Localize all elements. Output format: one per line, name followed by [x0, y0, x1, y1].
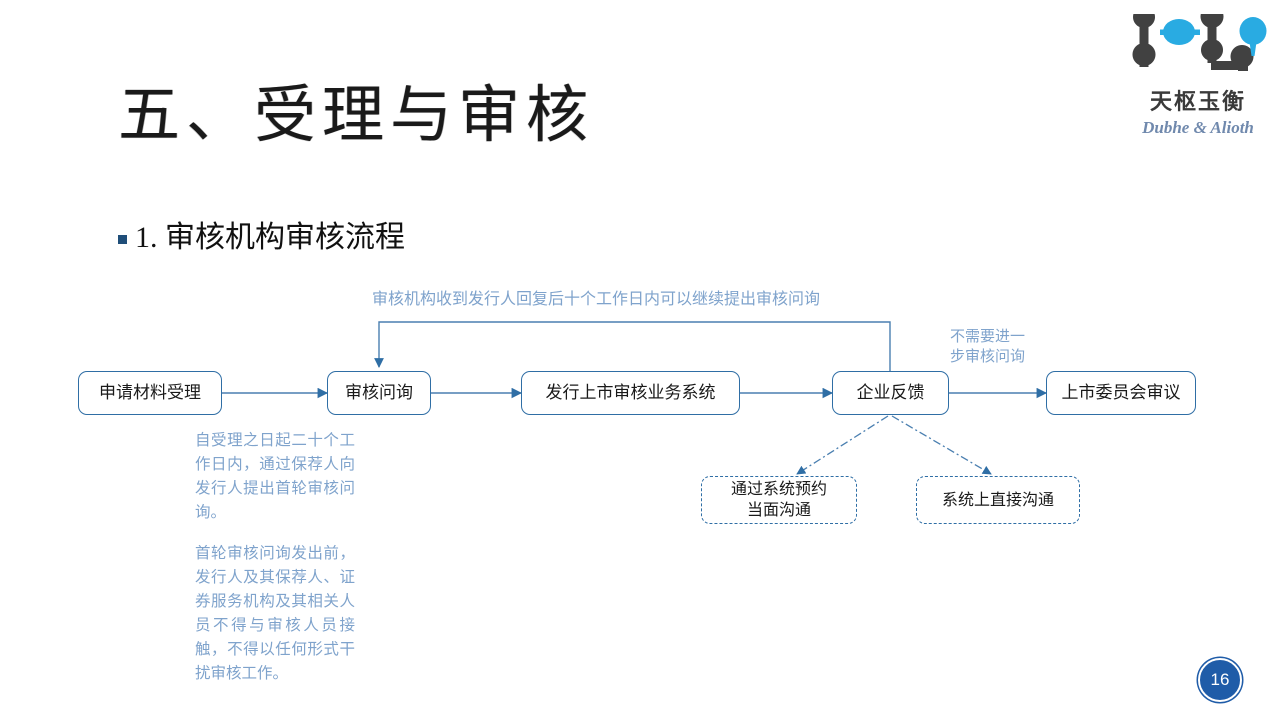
page-number-badge: 16	[1198, 658, 1242, 702]
flow-node-online[interactable]: 系统上直接沟通	[916, 476, 1080, 524]
flow-node-appointment[interactable]: 通过系统预约 当面沟通	[701, 476, 857, 524]
flow-node-system[interactable]: 发行上市审核业务系统	[521, 371, 740, 415]
connector-feedback-appointment	[796, 415, 889, 475]
annotation-first-round-note: 自受理之日起二十个工作日内，通过保荐人向发行人提出首轮审核问询。	[195, 432, 355, 521]
flow-node-committee[interactable]: 上市委员会审议	[1046, 371, 1196, 415]
annotation-no-contact-note: 首轮审核问询发出前，发行人及其保荐人、证券服务机构及其相关人员不得与审核人员接触…	[195, 545, 355, 682]
bullet-square-icon	[118, 234, 127, 244]
logo-english-name: Dubhe & Alioth	[1142, 118, 1254, 137]
flow-node-apply[interactable]: 申请材料受理	[78, 371, 222, 415]
annotation-no-further-inquiry: 不需要进一 步审核问询	[950, 329, 1026, 365]
flow-node-feedback[interactable]: 企业反馈	[832, 371, 949, 415]
connector-feedback-online	[891, 415, 992, 475]
constellation-logo-icon	[1132, 14, 1267, 71]
section-subtitle: 1. 审核机构审核流程	[118, 219, 405, 257]
annotation-loop-top: 审核机构收到发行人回复后十个工作日内可以继续提出审核问询	[372, 291, 821, 308]
logo-chinese-name: 天枢玉衡	[1149, 90, 1246, 115]
flow-node-inquiry[interactable]: 审核问询	[327, 371, 431, 415]
section-subtitle-label: 1. 审核机构审核流程	[135, 221, 405, 254]
brand-logo: 天枢玉衡 Dubhe & Alioth	[1122, 14, 1274, 140]
connector-feedback-loop	[374, 321, 891, 371]
page-title: 五、受理与审核	[118, 82, 595, 150]
